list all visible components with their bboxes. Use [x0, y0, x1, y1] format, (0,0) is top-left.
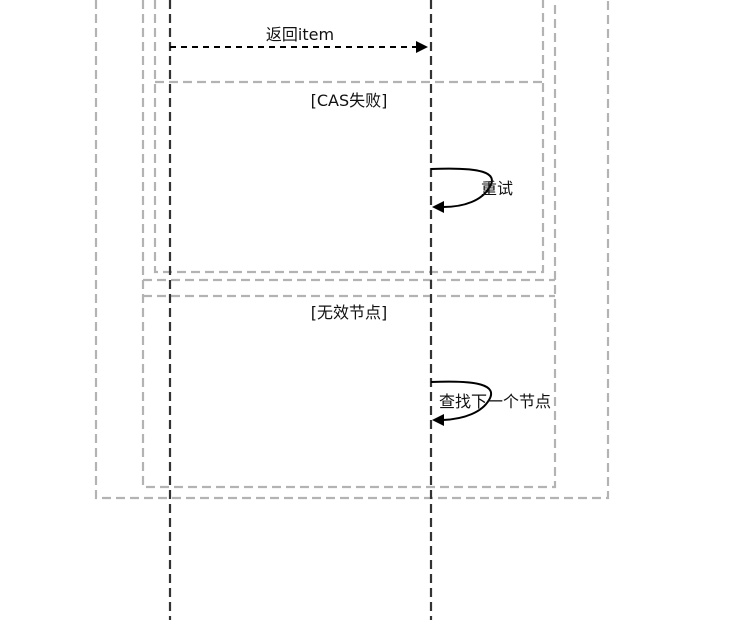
cas-region-frame — [153, 0, 545, 274]
cas-failed-guard: [CAS失败] — [311, 91, 388, 110]
return-item-label: 返回item — [266, 25, 334, 44]
find-next-arrowhead — [432, 414, 444, 426]
return-item-arrowhead — [416, 41, 428, 53]
retry-self-arrow — [430, 167, 493, 208]
retry-arrowhead — [432, 201, 444, 213]
outer-fragment-frame — [94, 0, 610, 500]
retry-label: 重试 — [481, 179, 513, 198]
find-next-self-arrow — [430, 380, 492, 421]
find-next-label: 查找下一个节点 — [439, 392, 551, 411]
loop-fragment-frame — [141, 0, 557, 489]
invalid-node-guard: [无效节点] — [311, 303, 388, 322]
